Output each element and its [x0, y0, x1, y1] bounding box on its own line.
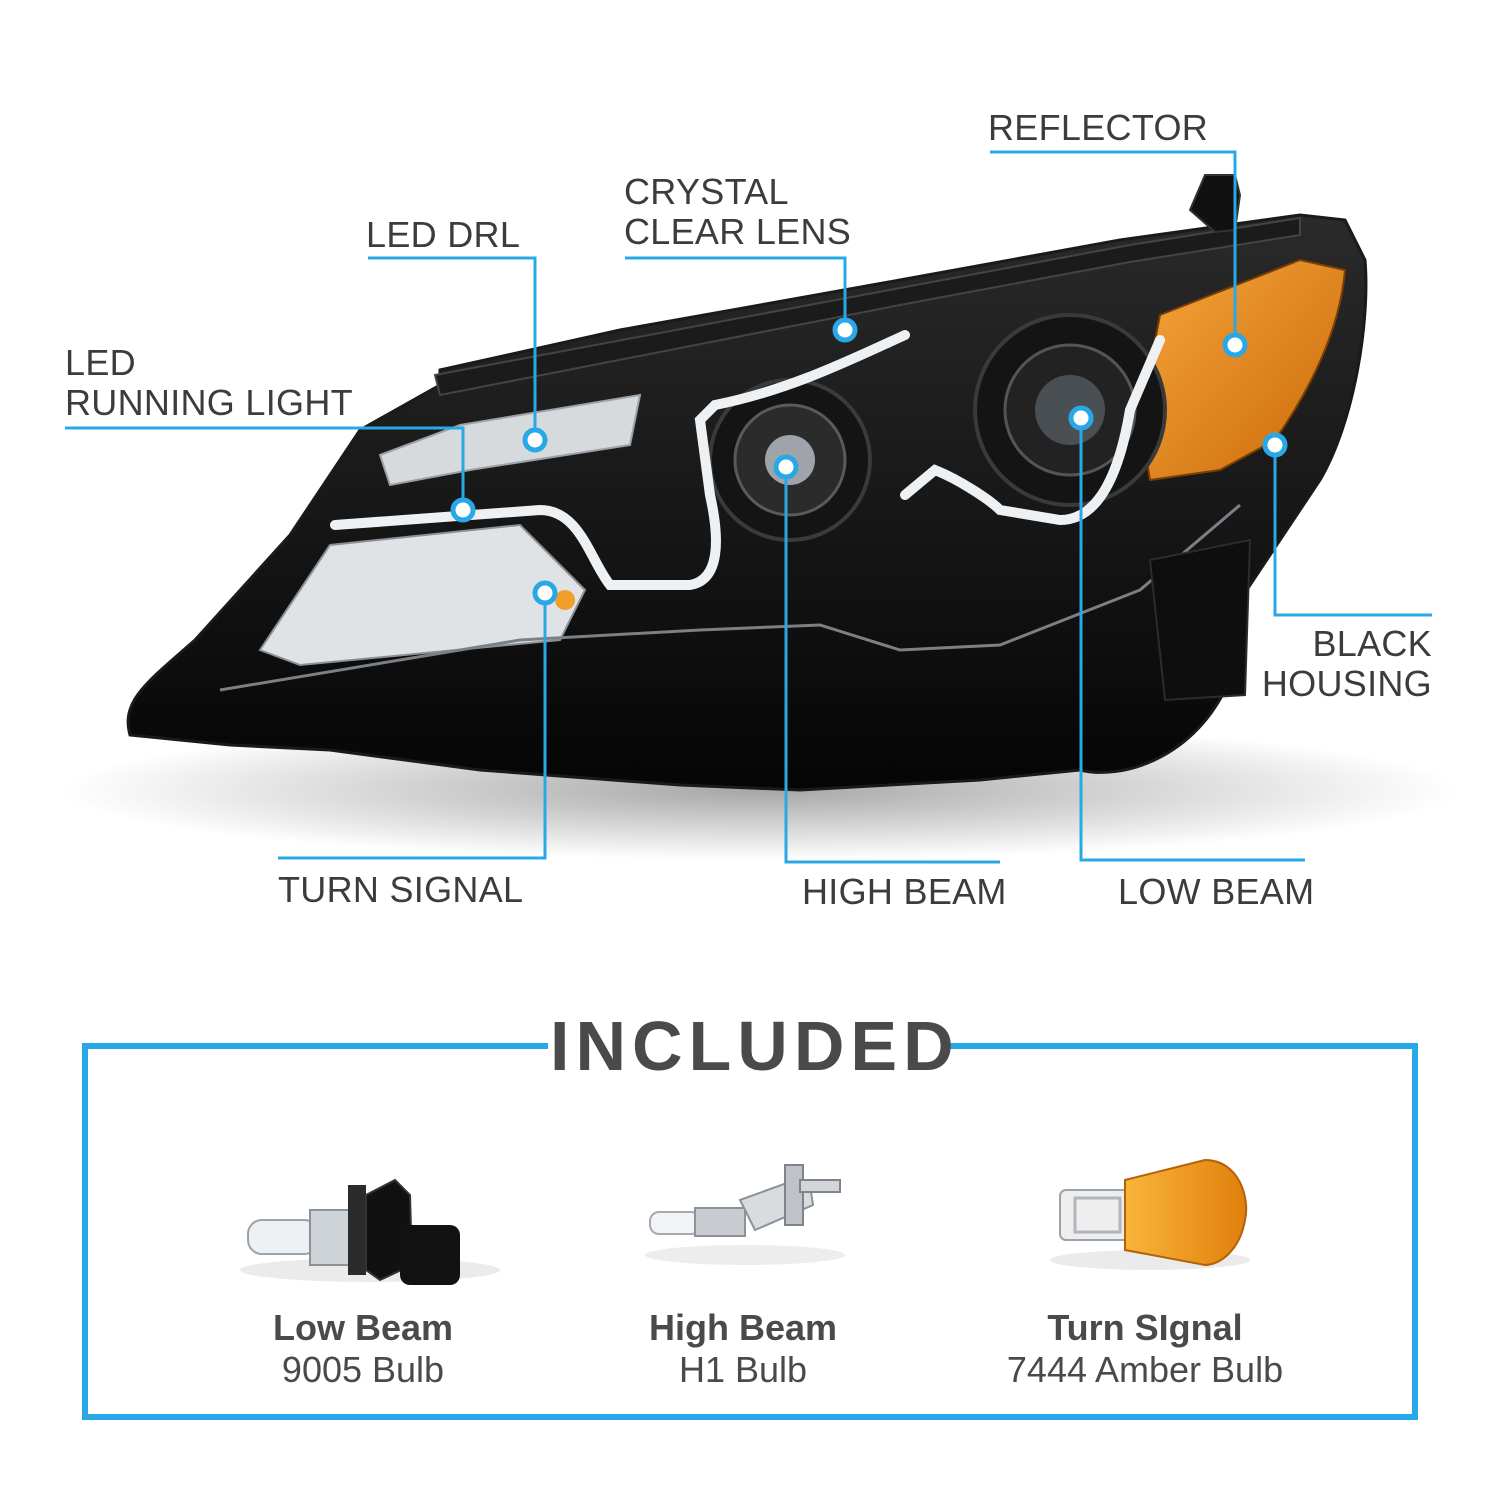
label-black-housing: BLACK HOUSING	[1261, 623, 1432, 704]
included-title: INCLUDED	[550, 1007, 960, 1085]
lens-leader	[625, 256, 847, 330]
low-beam-leader	[1079, 418, 1305, 862]
led-drl-strip	[378, 393, 642, 487]
turn-signal-marker	[532, 580, 558, 606]
bulb-name-turn-signal: Turn SIgnal	[1047, 1307, 1243, 1348]
running-light-leader	[65, 426, 465, 510]
label-led-running-light: LED RUNNING LIGHT	[65, 342, 353, 423]
reflector-leader	[990, 150, 1237, 345]
9005-bulb-icon	[240, 1178, 500, 1285]
amber-reflector	[1138, 258, 1347, 482]
running-light-marker	[450, 497, 476, 523]
label-turn-signal: TURN SIGNAL	[278, 869, 524, 910]
low-beam-marker	[1068, 405, 1094, 431]
label-high-beam: HIGH BEAM	[802, 871, 1007, 912]
led-drl-leader	[368, 256, 537, 440]
turn-signal-lens	[258, 523, 587, 667]
label-crystal-clear-lens: CRYSTAL CLEAR LENS	[624, 171, 852, 252]
led-drl-marker	[522, 427, 548, 453]
included-frame	[82, 1043, 1418, 1420]
label-low-beam: LOW BEAM	[1118, 871, 1315, 912]
bulb-spec-turn-signal: 7444 Amber Bulb	[1006, 1349, 1284, 1390]
black-housing-marker	[1262, 432, 1288, 458]
lens-marker	[832, 317, 858, 343]
label-led-drl: LED DRL	[366, 214, 521, 255]
turn-signal-leader	[278, 593, 547, 860]
callout-leader-lines	[65, 150, 1432, 864]
reflector-marker	[1222, 332, 1248, 358]
bulb-name-high-beam: High Beam	[648, 1307, 838, 1348]
bulb-spec-high-beam: H1 Bulb	[678, 1349, 808, 1390]
7444-amber-bulb-icon	[1050, 1158, 1250, 1270]
bulb-spec-low-beam: 9005 Bulb	[281, 1349, 445, 1390]
bulb-name-low-beam: Low Beam	[272, 1307, 454, 1348]
black-housing-leader	[1273, 445, 1432, 617]
led-light-bar	[330, 330, 910, 590]
label-reflector: REFLECTOR	[988, 107, 1209, 148]
high-beam-leader	[784, 467, 1000, 864]
h1-bulb-icon	[645, 1164, 845, 1265]
high-beam-marker	[773, 454, 799, 480]
callout-markers	[450, 317, 1288, 606]
